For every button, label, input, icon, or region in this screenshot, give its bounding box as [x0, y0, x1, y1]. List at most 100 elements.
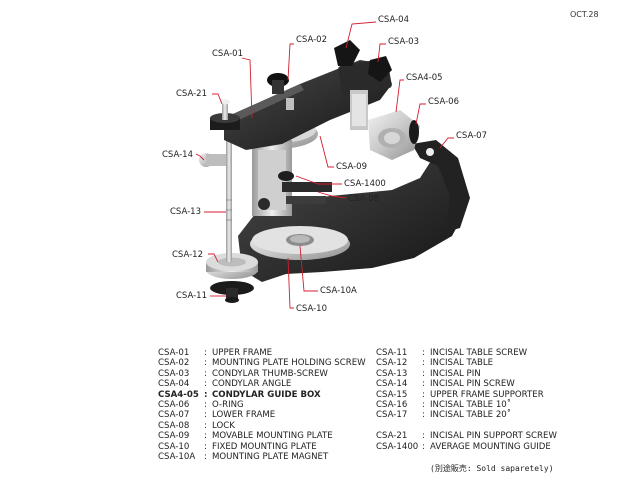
legend-code: CSA-06: [158, 400, 190, 411]
legend-description: UPPER FRAME SUPPORTER: [430, 389, 544, 400]
legend-row: CSA-06: O-RING: [158, 400, 373, 410]
legend-description: O-RING: [212, 400, 244, 411]
callout-labels: CSA-01 CSA-02 CSA-04 CSA-03 CSA4-05 CSA-…: [162, 15, 487, 314]
legend-code: CSA-04: [158, 379, 190, 390]
leader-csa21: [212, 93, 223, 105]
legend-row: CSA-09:MOVABLE MOUNTING PLATE: [158, 431, 373, 441]
legend-description: LOCK: [212, 420, 235, 431]
legend-spacer: [376, 421, 596, 431]
lower-frame-arm: [412, 140, 470, 232]
legend-row: CSA-21: INCISAL PIN SUPPORT SCREW: [376, 431, 596, 441]
legend-code: CSA-03: [158, 368, 190, 379]
legend-separator: :: [422, 348, 425, 358]
date-label: OCT.28: [570, 10, 599, 19]
condylar-thumb-screw: [368, 56, 392, 82]
legend-code: CSA-12: [376, 358, 408, 369]
legend-separator: :: [422, 410, 425, 421]
callout-csa01: CSA-01: [212, 49, 243, 59]
legend-code: CSA-08: [158, 420, 190, 431]
legend-row: CSA-15:UPPER FRAME SUPPORTER: [376, 390, 596, 400]
legend-description: INCISAL PIN SUPPORT SCREW: [430, 431, 557, 442]
legend-row: CSA-14: INCISAL PIN SCREW: [376, 379, 596, 389]
legend-row: CSA-1400: AVERAGE MOUNTING GUIDE: [376, 442, 596, 452]
legend-code: CSA-09: [158, 431, 190, 442]
condylar-angle-knob: [334, 40, 360, 66]
legend-description: AVERAGE MOUNTING GUIDE: [430, 441, 551, 452]
legend-description: INCISAL TABLE 10˚: [430, 400, 512, 411]
callout-csa09: CSA-09: [336, 162, 367, 172]
legend-code: CSA-1400: [376, 441, 419, 452]
callout-csa13: CSA-13: [170, 207, 201, 217]
legend-code: CSA-17: [376, 410, 408, 421]
legend-description: CONDYLAR ANGLE: [212, 379, 292, 390]
legend-description: INCISAL TABLE: [430, 358, 494, 369]
legend-separator: :: [204, 452, 207, 463]
legend-row: CSA-16:INCISAL TABLE 10˚: [376, 400, 596, 410]
incisal-table-screw: [226, 288, 238, 300]
callout-csa03: CSA-03: [388, 37, 419, 47]
o-ring: [409, 120, 419, 144]
callout-csa06: CSA-06: [428, 97, 459, 107]
legend-code: CSA-13: [376, 368, 408, 379]
legend-description: INCISAL TABLE SCREW: [430, 348, 528, 358]
legend-description: INCISAL TABLE 20˚: [430, 410, 512, 421]
legend-row: CSA-08:LOCK: [158, 421, 373, 431]
legend-separator: :: [422, 379, 425, 390]
legend-row: CSA4-05:CONDYLAR GUIDE BOX: [158, 390, 373, 400]
callout-csa10: CSA-10: [296, 304, 327, 314]
legend-code: CSA-11: [376, 348, 408, 358]
legend-separator: :: [204, 358, 207, 369]
leader-csa04: [345, 21, 377, 49]
legend-description: INCISAL PIN: [430, 368, 481, 379]
callout-csa07: CSA-07: [456, 131, 487, 141]
legend-description: UPPER FRAME: [212, 348, 273, 358]
leader-csa06: [415, 103, 426, 125]
legend-separator: :: [422, 431, 425, 442]
callout-csa1400: CSA-1400: [344, 179, 386, 189]
legend-separator: :: [422, 441, 425, 452]
leader-csa02: [287, 43, 294, 81]
legend-code: CSA-21: [376, 431, 408, 442]
callout-csa11: CSA-11: [176, 291, 207, 301]
legend-separator: :: [204, 368, 207, 379]
legend-right: CSA-11: INCISAL TABLE SCREW CSA-12: INCISAL…: [376, 348, 596, 452]
legend-separator: :: [422, 358, 425, 369]
legend-row: CSA-02:MOUNTING PLATE HOLDING SCREW: [158, 358, 373, 368]
legend-description: INCISAL PIN SCREW: [430, 379, 515, 390]
callout-csa12: CSA-12: [172, 250, 203, 260]
legend-separator: :: [422, 389, 425, 400]
legend-code: CSA-10: [158, 441, 190, 452]
callout-csa21: CSA-21: [176, 89, 207, 99]
legend-separator: :: [204, 410, 207, 421]
incisal-pin-support-screw: [220, 99, 230, 105]
legend-code: CSA-10A: [158, 452, 196, 463]
legend-separator: :: [204, 400, 207, 411]
legend-row: CSA-04: CONDYLAR ANGLE: [158, 379, 373, 389]
leader-csa10a: [299, 245, 318, 292]
lock: [282, 182, 332, 192]
callout-csa02: CSA-02: [296, 35, 327, 45]
articulator-diagram: CSA-01 CSA-02 CSA-04 CSA-03 CSA4-05 CSA-…: [162, 15, 487, 314]
legend-description: LOWER FRAME: [212, 410, 276, 421]
legend-separator: :: [204, 389, 208, 400]
incisal-pin: [226, 130, 232, 262]
legend-description: MOUNTING PLATE MAGNET: [212, 452, 329, 463]
legend-separator: :: [204, 379, 207, 390]
leader-csa01: [241, 57, 253, 119]
leader-csa1400: [295, 175, 342, 185]
average-mounting-guide: [278, 171, 294, 181]
legend-separator: :: [204, 348, 207, 358]
leader-csa405: [395, 79, 404, 113]
legend-code: CSA-07: [158, 410, 190, 421]
legend-description: FIXED MOUNTING PLATE: [212, 441, 317, 452]
legend-separator: :: [204, 441, 207, 452]
callout-csa08: CSA-08: [348, 194, 379, 204]
leader-csa10: [287, 257, 294, 309]
legend-code: CSA-14: [376, 379, 408, 390]
legend-row: CSA-13:INCISAL PIN: [376, 369, 596, 379]
callout-csa10a: CSA-10A: [320, 286, 357, 296]
legend-description: MOVABLE MOUNTING PLATE: [212, 431, 333, 442]
legend-code: CSA-16: [376, 400, 408, 411]
lower-frame-pin: [426, 148, 434, 156]
